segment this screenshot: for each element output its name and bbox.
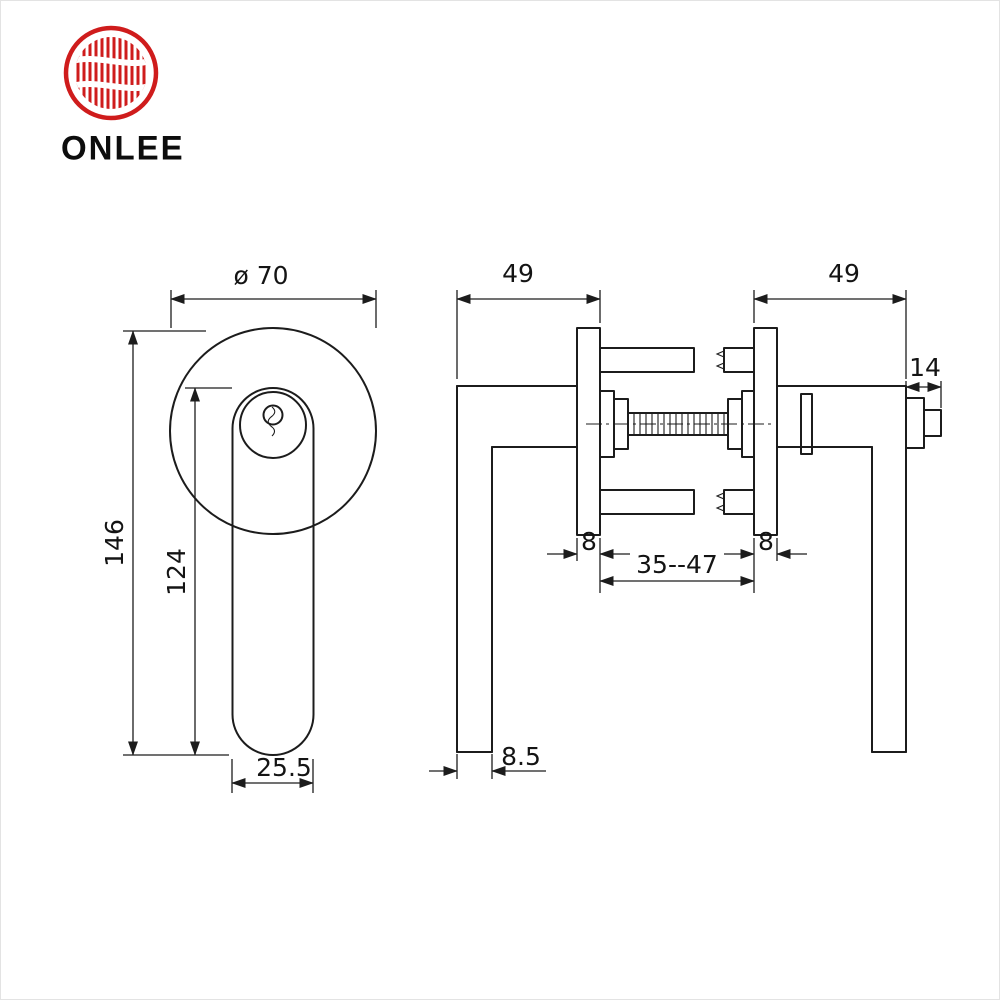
- front-view: ø 70 146 124 25.5: [100, 261, 377, 793]
- seal-logo-icon: [63, 25, 159, 121]
- dim-lever-width-label: 25.5: [256, 753, 312, 782]
- brand-name: ONLEE: [61, 128, 185, 167]
- side-view: 49 49 14 8 8: [429, 259, 942, 779]
- side-view-dimensions: 49 49 14 8 8: [429, 259, 942, 779]
- dim-grip-thickness-label: 8.5: [501, 742, 541, 771]
- dim-lever-length-label: 124: [162, 548, 191, 596]
- dim-left-depth-label: 49: [502, 259, 534, 288]
- brand-logo: ONLEE: [61, 23, 185, 167]
- front-view-outline: [169, 327, 377, 756]
- dim-diameter-label: ø 70: [233, 261, 288, 290]
- dim-right-plate-label: 8: [758, 527, 774, 556]
- front-view-dimensions: ø 70 146 124 25.5: [100, 261, 377, 793]
- dim-total-height-label: 146: [100, 519, 129, 567]
- dim-spindle-ext-label: 14: [909, 353, 941, 382]
- side-view-outline: [456, 327, 942, 753]
- dim-door-range-label: 35--47: [636, 550, 718, 579]
- dim-left-plate-label: 8: [581, 527, 597, 556]
- dim-right-depth-label: 49: [828, 259, 860, 288]
